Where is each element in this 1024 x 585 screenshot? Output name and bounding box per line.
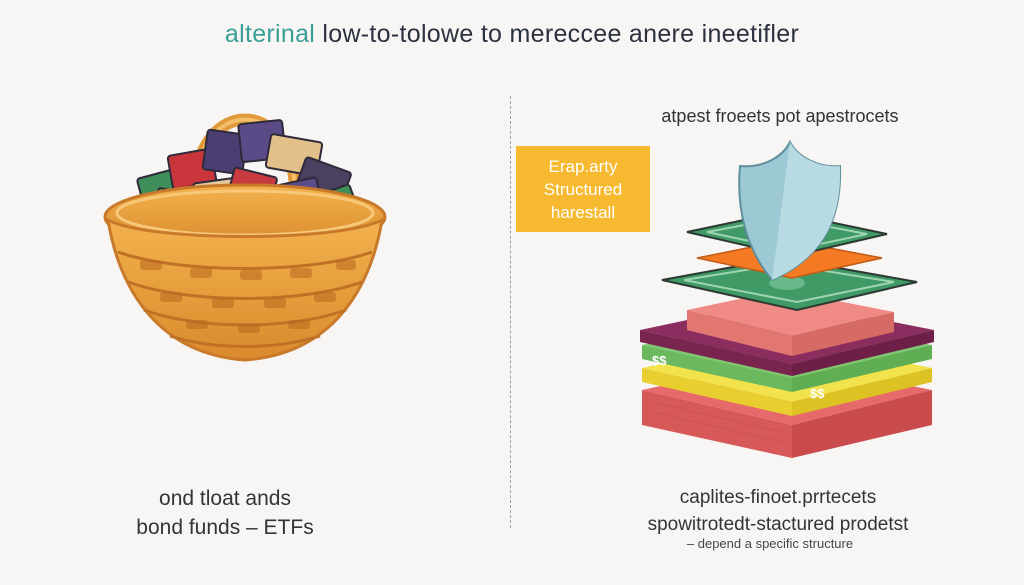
money-basket-icon	[103, 113, 387, 362]
bill-mark-left: $$	[652, 353, 667, 368]
left-caption-line2: bond funds – ETFs	[136, 516, 314, 539]
left-caption-line1: ond tloat ands	[159, 487, 291, 510]
left-caption: ond tloat ands bond funds – ETFs	[90, 484, 360, 542]
bill-mark-right: $$	[810, 386, 825, 401]
right-caption: caplites-finoet.prrtecets spowitrotedt-s…	[592, 484, 964, 538]
title-text: low-to-tolowe to mereccee anere ineetifl…	[322, 20, 800, 48]
right-heading: atpest froeets pot apestrocets	[661, 106, 899, 126]
right-note: – depend a specific structure	[686, 536, 854, 551]
page-title: alterinal low-to-tolowe to mereccee aner…	[0, 20, 1024, 49]
right-caption-line1: caplites-finoet.prrtecets	[679, 487, 877, 508]
label-line3: harestall	[550, 203, 616, 222]
title-accent: alterinal	[224, 20, 316, 48]
label-line1: Erap.arty	[548, 157, 618, 176]
structured-label-box: Erap.arty Structured harestall	[516, 146, 650, 232]
label-line2: Structured	[543, 180, 623, 199]
shield-stack-icon: $$ $$	[640, 140, 934, 458]
panel-divider	[510, 96, 511, 528]
right-caption-line2: spowitrotedt-stactured prodetst	[647, 514, 909, 535]
